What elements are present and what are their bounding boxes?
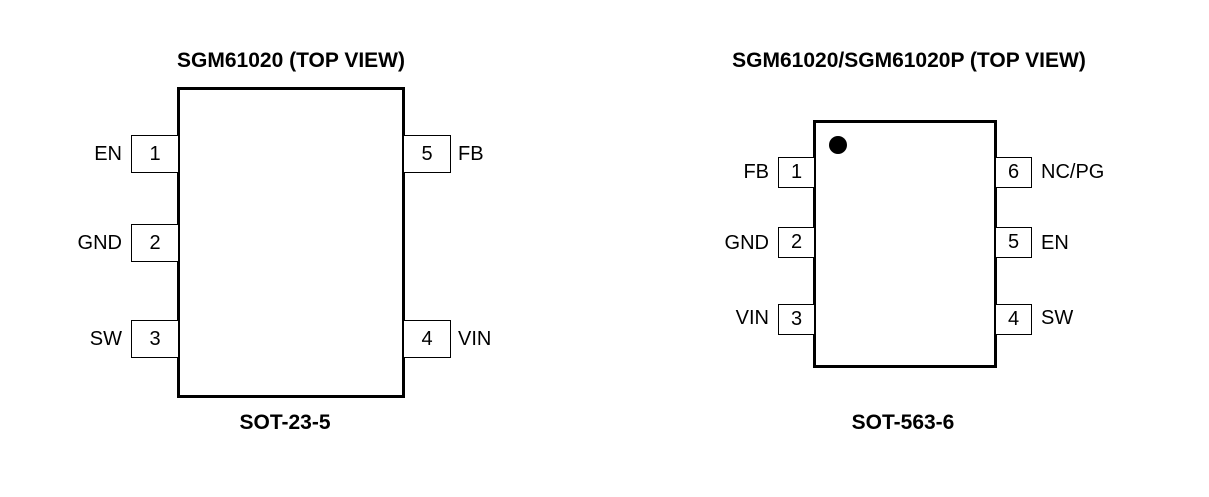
left-pin-3-label: SW — [89, 328, 122, 350]
left-pin-4-label: VIN — [458, 328, 492, 350]
right-pin-3: 3 — [778, 304, 815, 335]
left-pin-3: 3 — [131, 320, 179, 358]
pin1-indicator-dot-icon — [829, 136, 847, 154]
right-pin-5: 5 — [995, 227, 1032, 258]
right-pin-3-label: VIN — [735, 307, 769, 329]
left-pin-5-label: FB — [458, 143, 484, 165]
right-pin-4-label: SW — [1041, 307, 1074, 329]
left-pin-1: 1 — [131, 135, 179, 173]
left-pin-2-label: GND — [77, 232, 122, 254]
left-package-title: SGM61020 (TOP VIEW) — [177, 49, 405, 72]
right-pin-6-label: NC/PG — [1041, 161, 1105, 183]
right-pin-2: 2 — [778, 227, 815, 258]
left-pin-2: 2 — [131, 224, 179, 262]
left-ic-body — [177, 87, 405, 398]
right-pin-1: 1 — [778, 157, 815, 188]
left-pin-1-label: EN — [94, 143, 122, 165]
left-pin-5: 5 — [403, 135, 451, 173]
left-package-name: SOT-23-5 — [239, 411, 331, 434]
right-package-name: SOT-563-6 — [851, 411, 955, 434]
right-pin-5-label: EN — [1041, 232, 1069, 254]
right-pin-6: 6 — [995, 157, 1032, 188]
right-package-title: SGM61020/SGM61020P (TOP VIEW) — [732, 49, 1086, 72]
right-pin-1-label: FB — [743, 161, 769, 183]
right-pin-2-label: GND — [724, 232, 769, 254]
right-ic-body — [813, 120, 997, 368]
right-pin-4: 4 — [995, 304, 1032, 335]
left-pin-4: 4 — [403, 320, 451, 358]
